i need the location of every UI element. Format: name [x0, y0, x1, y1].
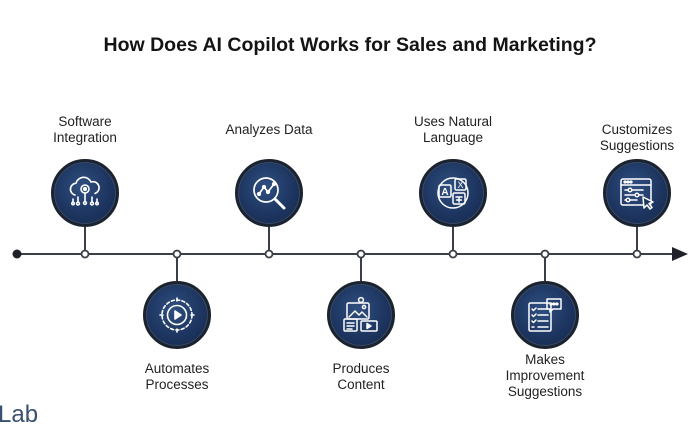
step-node	[51, 159, 119, 227]
step-node	[511, 281, 579, 349]
svg-text:A: A	[441, 187, 448, 198]
step-label: Uses Natural Language	[413, 114, 493, 145]
timeline-start-dot	[12, 249, 22, 259]
timeline-dot	[172, 249, 182, 259]
timeline-dot	[540, 249, 550, 259]
timeline-dot	[80, 249, 90, 259]
step-label: Produces Content	[332, 361, 390, 392]
step-label: Makes Improvement Suggestions	[505, 352, 585, 399]
step-node: A X	[419, 159, 487, 227]
step-label: Software Integration	[53, 114, 117, 145]
timeline-arrowhead	[672, 247, 688, 261]
step-node	[603, 159, 671, 227]
timeline-dot	[264, 249, 274, 259]
timeline-dot	[448, 249, 458, 259]
timeline-dot	[632, 249, 642, 259]
diagram-title: How Does AI Copilot Works for Sales and …	[103, 34, 597, 56]
watermark-text: Lab	[0, 401, 39, 428]
step-node	[235, 159, 303, 227]
svg-text:X: X	[457, 180, 463, 190]
step-label: Analyzes Data	[225, 122, 313, 137]
step-label: Automates Processes	[144, 361, 210, 392]
step-node	[143, 281, 211, 349]
step-label: Customizes Suggestions	[599, 122, 675, 153]
timeline-dot	[356, 249, 366, 259]
step-node	[327, 281, 395, 349]
